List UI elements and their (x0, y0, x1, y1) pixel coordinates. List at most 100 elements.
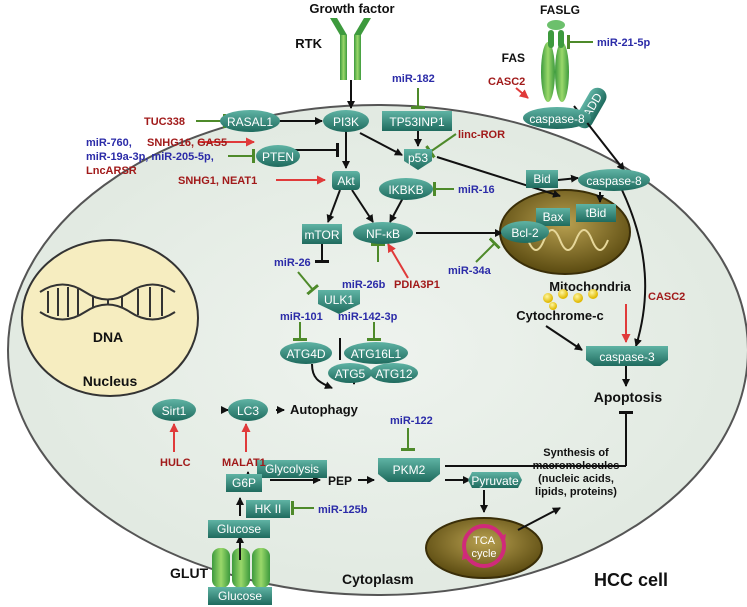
svg-text:caspase-8: caspase-8 (529, 112, 585, 126)
mir142-label: miR-142-3p (338, 311, 398, 323)
mir26b-label: miR-26b (342, 279, 386, 291)
dna-icon (39, 283, 176, 321)
node-hk2: HK II (246, 500, 290, 518)
svg-text:ATG5: ATG5 (335, 367, 366, 381)
rtk-receptor-icon (330, 18, 371, 80)
svg-text:ULK1: ULK1 (324, 293, 354, 307)
node-caspase3: caspase-3 (586, 346, 668, 366)
snhg1-neat1-label: SNHG1, NEAT1 (178, 175, 257, 187)
synthesis-label-2: macromolecules (533, 460, 620, 472)
glut-transporter-icon (212, 548, 270, 588)
node-atg12: ATG12 (370, 363, 418, 383)
mir21-label: miR-21-5p (597, 37, 650, 49)
node-tbid: tBid (576, 204, 616, 222)
svg-text:caspase-8: caspase-8 (586, 174, 642, 188)
tca-label-2: cycle (471, 548, 496, 560)
node-caspase8-top: caspase-8 (523, 107, 591, 129)
mir125b-label: miR-125b (318, 504, 368, 516)
pten-regulators-line3: LncARSR (86, 165, 137, 177)
node-sirt1: Sirt1 (152, 399, 196, 421)
node-ikbkb: IKBKB (379, 178, 433, 200)
fasl-label: FASLG (540, 3, 580, 17)
svg-text:IKBKB: IKBKB (388, 183, 423, 197)
node-pep: PEP (328, 474, 352, 488)
growth-factor-label: Growth factor (309, 1, 394, 16)
dna-label: DNA (93, 329, 123, 345)
cytoplasm-label: Cytoplasm (342, 571, 414, 587)
glut-label: GLUT (170, 565, 209, 581)
svg-text:ATG12: ATG12 (375, 367, 412, 381)
node-akt: Akt (332, 171, 360, 190)
pten-regulators-line1-blue: miR-760, (86, 137, 132, 149)
svg-text:Glycolysis: Glycolysis (265, 462, 319, 476)
casc2-top-label: CASC2 (488, 76, 525, 88)
casc2-bottom-label: CASC2 (648, 291, 685, 303)
svg-text:tBid: tBid (586, 206, 607, 220)
node-pi3k: PI3K (323, 110, 369, 132)
svg-text:G6P: G6P (232, 476, 256, 490)
svg-text:ATG16L1: ATG16L1 (351, 347, 402, 361)
pdia3p1-label: PDIA3P1 (394, 279, 440, 291)
fas-receptor-icon (541, 20, 569, 102)
svg-text:ATG4D: ATG4D (286, 347, 325, 361)
synthesis-label-3: (nucleic acids, (538, 473, 614, 485)
svg-text:PTEN: PTEN (262, 150, 294, 164)
malat1-label: MALAT1 (222, 457, 266, 469)
hulc-label: HULC (160, 457, 191, 469)
node-pkm2: PKM2 (378, 458, 440, 482)
node-pyruvate: Pyruvate (468, 472, 522, 488)
mir26-label: miR-26 (274, 257, 311, 269)
svg-text:Sirt1: Sirt1 (162, 404, 187, 418)
mir122-label: miR-122 (390, 415, 433, 427)
node-caspase8-mid: caspase-8 (578, 169, 650, 191)
svg-text:Bid: Bid (533, 172, 550, 186)
svg-text:PKM2: PKM2 (393, 463, 426, 477)
svg-text:RASAL1: RASAL1 (227, 115, 273, 129)
pten-regulators-line2: miR-19a-3p, miR-205-5p, (86, 151, 214, 163)
rtk-label: RTK (295, 36, 322, 51)
mir16-label: miR-16 (458, 184, 495, 196)
node-p53: p53 (404, 149, 432, 170)
fas-label: FAS (502, 51, 525, 65)
synthesis-label-4: lipids, proteins) (535, 486, 617, 498)
svg-text:Bax: Bax (543, 210, 564, 224)
node-bid: Bid (526, 170, 558, 188)
cytochrome-c-label: Cytochrome-c (516, 308, 603, 323)
tca-cycle-icon (425, 517, 543, 579)
mir34a-label: miR-34a (448, 265, 492, 277)
node-glucose-in: Glucose (208, 520, 270, 538)
mitochondria-label: Mitochondria (549, 279, 631, 294)
node-rasal1: RASAL1 (220, 110, 280, 132)
svg-text:PI3K: PI3K (333, 115, 359, 129)
svg-text:HK II: HK II (255, 502, 282, 516)
pten-regulators-line1-red: SNHG16, GAS5 (147, 137, 227, 149)
svg-text:p53: p53 (408, 151, 428, 165)
nucleus (21, 239, 199, 397)
tca-label-1: TCA (473, 535, 496, 547)
node-lc3: LC3 (228, 399, 268, 421)
svg-text:Bcl-2: Bcl-2 (511, 226, 539, 240)
node-mtor: mTOR (302, 224, 342, 244)
node-pten: PTEN (256, 145, 300, 167)
node-g6p: G6P (226, 474, 262, 492)
node-atg16l1: ATG16L1 (344, 342, 408, 364)
svg-text:PEP: PEP (328, 474, 352, 488)
linc-ror-label: linc-ROR (458, 129, 505, 141)
mir101-label: miR-101 (280, 311, 323, 323)
svg-text:LC3: LC3 (237, 404, 259, 418)
tuc338-label: TUC338 (144, 116, 185, 128)
svg-text:NF-κB: NF-κB (366, 227, 400, 241)
autophagy-label: Autophagy (290, 402, 359, 417)
mir182-label: miR-182 (392, 73, 435, 85)
cytochrome-c-icon (543, 289, 598, 310)
svg-text:Pyruvate: Pyruvate (471, 474, 519, 488)
node-nfkb: NF-κB (353, 222, 413, 244)
node-bcl2: Bcl-2 (501, 221, 549, 243)
node-tp53inp1: TP53INP1 (382, 111, 452, 131)
node-bax: Bax (536, 208, 570, 226)
node-atg4d: ATG4D (280, 342, 332, 364)
node-glucose-out: Glucose (208, 587, 272, 605)
hcc-cell-label: HCC cell (594, 570, 668, 590)
synthesis-label-1: Synthesis of (543, 447, 609, 459)
